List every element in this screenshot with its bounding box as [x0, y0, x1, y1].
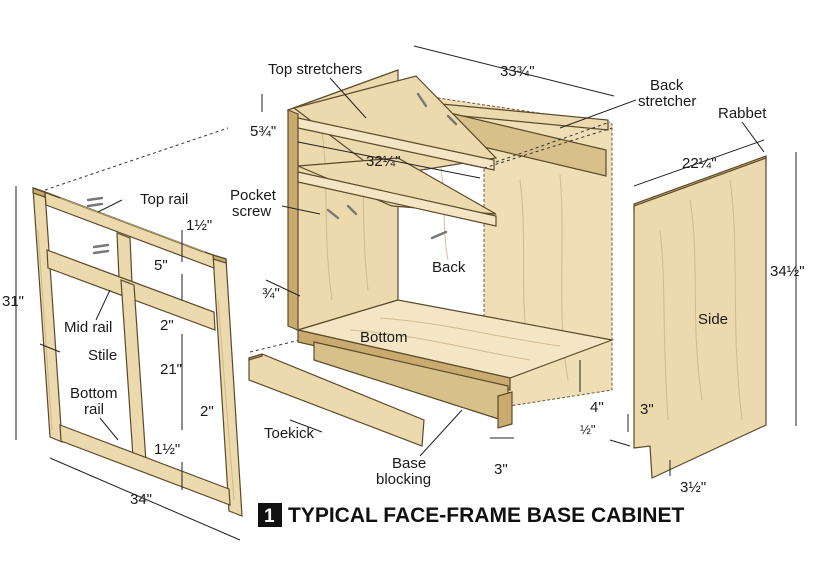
- label-back: Back: [432, 259, 466, 276]
- pocket-screw-leader: [281, 205, 321, 215]
- frame-screw-2: [86, 202, 104, 208]
- frame-screw-4: [92, 249, 110, 255]
- pocket-screw-1: [416, 92, 428, 108]
- toekick-group: [248, 353, 425, 447]
- label-back-stretcher-2: stretcher: [638, 93, 696, 110]
- dim-blocking-width: 3": [494, 461, 508, 478]
- top-stretchers-leader: [329, 77, 367, 119]
- frame-alignment-line: [44, 127, 229, 191]
- dim-lower-opening: 21": [160, 361, 182, 378]
- dim-mid-rail-width: 2": [160, 317, 174, 334]
- cabinet-carcase: [287, 69, 615, 429]
- stretcher-dash-lines: [483, 121, 613, 169]
- pocket-screw-2: [446, 114, 458, 126]
- dimension-labels: 33¾" 5¾" 32¼" 22¼" 34½" 31" 34" 1½" 5" 2…: [2, 63, 805, 508]
- dim-toekick-height: 4": [590, 399, 604, 416]
- label-top-rail: Top rail: [140, 191, 188, 208]
- left-stile: [32, 187, 63, 443]
- label-pocket-1: Pocket: [230, 187, 277, 204]
- label-top-stretchers: Top stretchers: [268, 61, 362, 78]
- cabinet-width-line: [413, 45, 615, 97]
- left-side-front-edge: [287, 109, 299, 331]
- stretcher-length-line: [297, 141, 481, 179]
- label-bottom-rail-1: Bottom: [70, 385, 118, 402]
- part-labels: Top stretchers Back stretcher Rabbet Poc…: [64, 61, 767, 488]
- dim-stretcher-length: 32¼": [366, 153, 401, 170]
- top-rail-leader: [97, 199, 123, 213]
- figure-number: 1: [264, 506, 275, 527]
- dim-cabinet-width: 33¾": [500, 63, 535, 80]
- label-rabbet: Rabbet: [718, 105, 767, 122]
- label-base-2: blocking: [376, 471, 431, 488]
- label-mid-rail: Mid rail: [64, 319, 112, 336]
- dim-bottom-rail-width: 1½": [154, 441, 180, 458]
- figure-title: TYPICAL FACE-FRAME BASE CABINET: [288, 504, 684, 527]
- label-back-stretcher-1: Back: [650, 77, 684, 94]
- thickness-line: [265, 279, 301, 297]
- center-stile: [120, 279, 147, 463]
- dim-stretcher-width: 5¾": [250, 123, 276, 140]
- side-panel-grain: [659, 179, 743, 421]
- dim-side-height: 34½": [770, 263, 805, 280]
- base-blocking-leader: [419, 409, 463, 457]
- dimension-lines: [15, 45, 797, 541]
- frame-width-line: [49, 457, 241, 541]
- frame-grain: [37, 197, 235, 501]
- toekick-top-edge: [248, 353, 263, 361]
- bottom-rail-leader: [99, 417, 119, 441]
- dim-top-rail-width: 1½": [186, 217, 212, 234]
- stile-leader: [39, 343, 61, 353]
- frame-screw-3: [92, 243, 110, 249]
- side-panel-group: [633, 155, 767, 479]
- dim-frame-width: 34": [130, 491, 152, 508]
- toekick-alignment-line: [249, 339, 301, 353]
- dim-side-notch: 3½": [680, 479, 706, 496]
- face-frame: [32, 187, 243, 517]
- pocket-screw-3: [326, 208, 340, 220]
- label-stile: Stile: [88, 347, 117, 364]
- dim-panel-thickness: ¾": [262, 285, 280, 302]
- right-stile: [212, 254, 243, 517]
- dim-side-depth: 22¼": [682, 155, 717, 172]
- side-notch-dims: [609, 414, 671, 476]
- label-base-1: Base: [392, 455, 426, 472]
- blocking-end: [497, 391, 513, 429]
- rabbet-leader: [741, 121, 765, 153]
- label-side: Side: [698, 311, 728, 328]
- dim-stile-width: 2": [200, 403, 214, 420]
- label-bottom-rail-2: rail: [84, 401, 104, 418]
- figure-caption: 1 TYPICAL FACE-FRAME BASE CABINET: [258, 503, 684, 527]
- label-pocket-2: screw: [232, 203, 271, 220]
- back-stretcher-leader: [559, 99, 637, 129]
- dim-toekick-setback: 3": [640, 401, 654, 418]
- mid-rail-leader: [95, 289, 111, 321]
- pocket-screw-5: [430, 230, 448, 240]
- upper-divider: [116, 232, 133, 284]
- label-toekick: Toekick: [264, 425, 315, 442]
- figure-number-box: [258, 503, 282, 527]
- toekick-leader: [289, 419, 323, 433]
- pocket-screw-4: [346, 204, 358, 216]
- dim-frame-height: 31": [2, 293, 24, 310]
- bottom-grain: [349, 317, 561, 361]
- second-stretcher-edge: [297, 171, 497, 227]
- top-stretcher-edge: [297, 117, 495, 171]
- bottom-rail: [59, 424, 231, 506]
- frame-screw-1: [86, 196, 104, 202]
- dim-rabbet-depth: ½": [580, 422, 596, 437]
- dim-upper-opening: 5": [154, 257, 168, 274]
- label-bottom: Bottom: [360, 329, 408, 346]
- side-depth-line: [633, 139, 765, 187]
